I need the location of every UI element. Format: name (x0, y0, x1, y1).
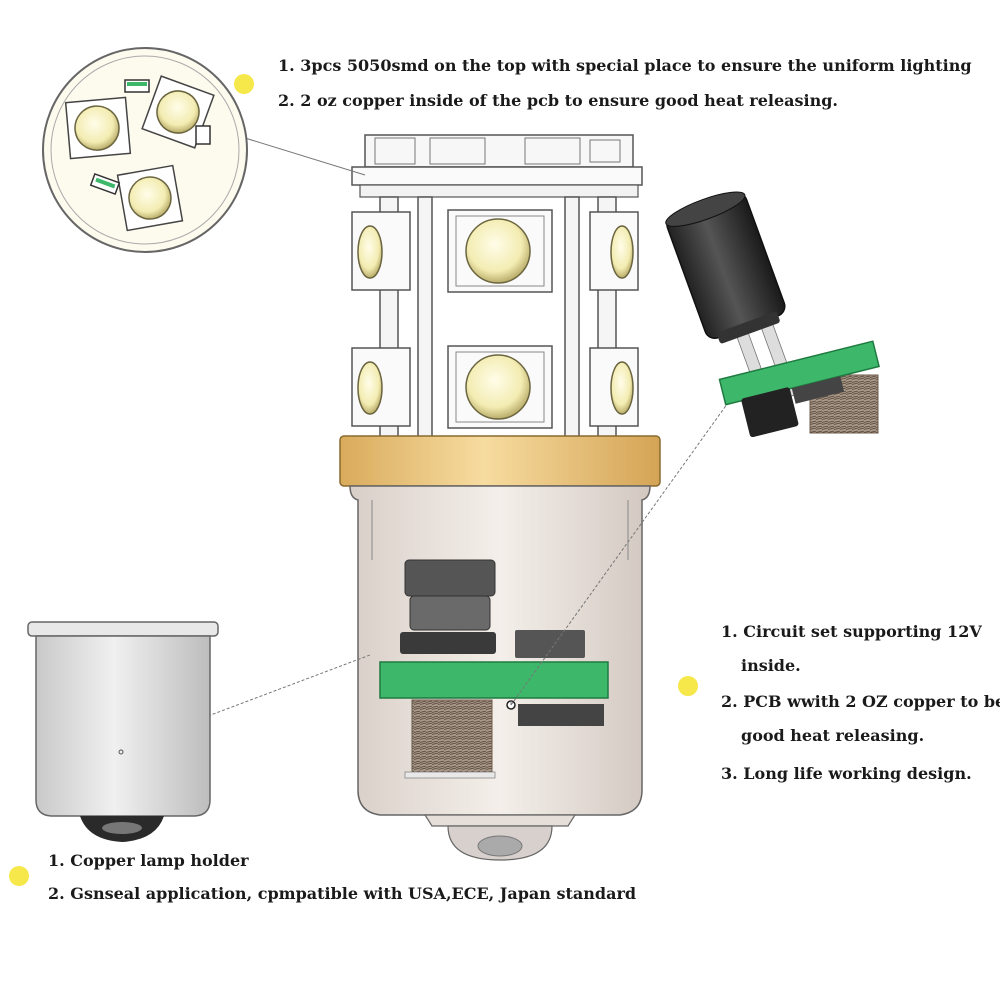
right-note-line-2b: good heat releasing. (741, 726, 925, 745)
lamp-holder-icon (27, 621, 371, 842)
internal-circuit (379, 559, 609, 779)
yellow-dot-icon (234, 74, 254, 94)
top-led-zoom (42, 47, 366, 253)
capacitor-icon (510, 191, 880, 706)
top-note-line-2: 2. 2 oz copper inside of the pcb to ensu… (278, 91, 838, 111)
bottom-note-line-2: 2. Gsnseal application, cpmpatible with … (48, 884, 637, 904)
led-row-lower (351, 345, 639, 429)
internal-pcb (379, 661, 609, 699)
right-note-line-1: 1. Circuit set supporting 12V (721, 622, 982, 641)
top-note: 1. 3pcs 5050smd on the top with special … (278, 56, 972, 110)
socket-shell (349, 485, 651, 816)
bottom-note-line-1: 1. Copper lamp holder (48, 851, 249, 870)
right-note-line-3: 3. Long life working design. (721, 764, 972, 783)
base-collar (339, 435, 661, 487)
yellow-dot-icon (9, 866, 29, 886)
bottom-note: 1. Copper lamp holder 2. Gsnseal applica… (48, 851, 636, 903)
base-contact (423, 814, 577, 827)
top-pcb-plate (351, 134, 643, 198)
right-note: 1. Circuit set supporting 12V inside. 2.… (721, 623, 1000, 783)
led-row-upper (351, 209, 639, 293)
right-note-line-2: 2. PCB wwith 2 OZ copper to be (721, 692, 1000, 711)
right-note-line-1b: inside. (741, 656, 801, 675)
top-note-line-1: 1. 3pcs 5050smd on the top with special … (278, 56, 972, 75)
led-bulb-icon (339, 134, 661, 861)
yellow-dot-icon (678, 676, 698, 696)
